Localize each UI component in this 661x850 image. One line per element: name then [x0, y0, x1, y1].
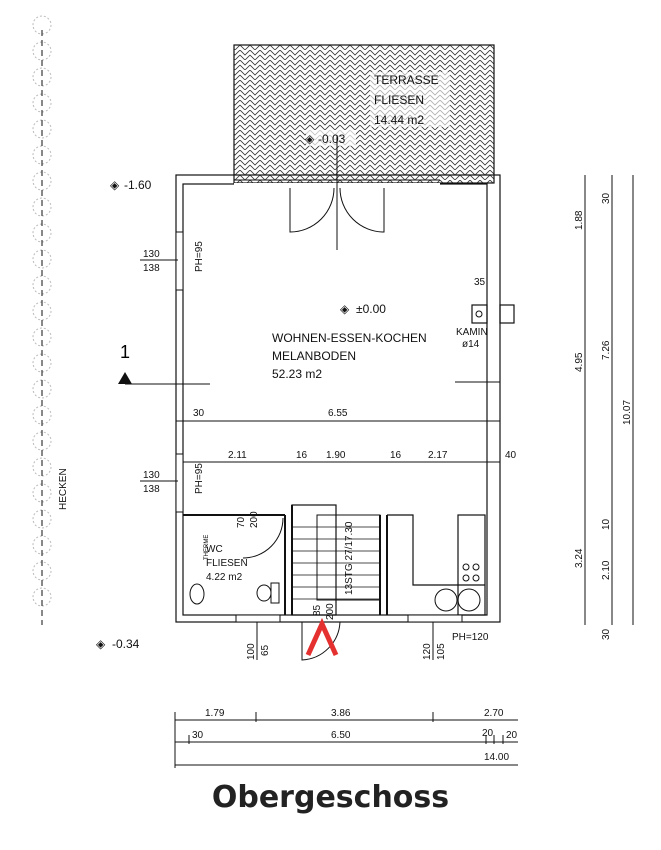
entry-door-width: 85 [312, 604, 323, 616]
level-marker-icon: ◈ [305, 132, 315, 146]
terrace-name: TERRASSE [374, 73, 439, 87]
window-width: 100 [246, 643, 257, 660]
wc-floor: FLIESEN [206, 558, 248, 569]
svg-text:2.17: 2.17 [428, 450, 448, 461]
svg-text:3.24: 3.24 [574, 548, 585, 568]
living-floor: MELANBODEN [272, 349, 356, 363]
window-height: 138 [143, 484, 160, 495]
hedge-shrub-icon [32, 119, 52, 139]
window-height: 65 [260, 644, 271, 656]
hedge-shrub-icon [32, 301, 52, 321]
svg-text:40: 40 [505, 450, 517, 461]
hedge-shrub-icon [32, 275, 52, 295]
hedge-shrub-icon [32, 483, 52, 503]
svg-text:3.86: 3.86 [331, 708, 351, 719]
hedge-shrub-icon [32, 145, 52, 165]
right-dimensions: 1.88 4.95 3.24 30 7.26 10 2.10 30 10.07 [574, 175, 634, 640]
hedge-shrub-icon [32, 535, 52, 555]
hedge-shrub-icon [32, 353, 52, 373]
window-width: 120 [422, 643, 433, 660]
hedge-shrub-icon [32, 15, 52, 35]
hedge-shrub-icon [32, 249, 52, 269]
level-outside-bottom: -0.34 [112, 637, 140, 651]
window-height: 138 [143, 263, 160, 274]
entry-arrow-icon [305, 617, 339, 657]
svg-text:6.55: 6.55 [328, 408, 348, 419]
svg-text:6.50: 6.50 [331, 730, 351, 741]
hedge-shrub-icon [32, 457, 52, 477]
window-width: 130 [143, 249, 160, 260]
window-ph: PH=95 [194, 241, 205, 272]
bottom-dimensions: 1.79 3.86 2.70 30 6.50 20 20 14.00 [174, 708, 518, 768]
svg-text:16: 16 [296, 450, 308, 461]
hedge-shrub-icon [32, 197, 52, 217]
terrace-floor: FLIESEN [374, 93, 424, 107]
svg-text:1.88: 1.88 [574, 210, 585, 230]
svg-text:30: 30 [193, 408, 205, 419]
hedge-shrub-icon [32, 93, 52, 113]
hedge-shrub-icon [32, 509, 52, 529]
svg-text:14.00: 14.00 [484, 752, 509, 763]
level-outside-top: -1.60 [124, 178, 152, 192]
chimney-label: KAMIN [456, 327, 488, 338]
svg-text:7.26: 7.26 [601, 340, 612, 360]
terrace-level: -0.03 [318, 132, 346, 146]
hedge-label: HECKEN [58, 468, 69, 510]
svg-text:20: 20 [506, 730, 518, 741]
window-ph: PH=120 [452, 632, 489, 643]
level-marker-icon: ◈ [110, 178, 120, 192]
svg-text:1.90: 1.90 [326, 450, 346, 461]
living-name: WOHNEN-ESSEN-KOCHEN [272, 331, 427, 345]
entry-door-height: 200 [325, 603, 336, 620]
hedge: HECKEN [32, 15, 69, 625]
chimney-dim: 35 [474, 277, 486, 288]
chimney-size: ø14 [462, 339, 480, 350]
therme-label: THERME [204, 535, 210, 560]
hedge-shrub-icon [32, 561, 52, 581]
stairs-label: 13STG 27/17.30 [344, 521, 355, 595]
svg-text:2.70: 2.70 [484, 708, 504, 719]
svg-text:2.10: 2.10 [601, 560, 612, 580]
floor-title: Obergeschoss [211, 780, 450, 815]
svg-text:20: 20 [482, 728, 494, 739]
level-marker-icon: ◈ [96, 637, 106, 651]
hedge-shrub-icon [32, 171, 52, 191]
wc-door-height: 200 [249, 511, 260, 528]
wc-area: 4.22 m2 [206, 572, 243, 583]
svg-text:4.95: 4.95 [574, 352, 585, 372]
hedge-shrub-icon [32, 379, 52, 399]
terrace-area: 14.44 m2 [374, 113, 424, 127]
hedge-shrub-icon [32, 327, 52, 347]
hedge-shrub-icon [32, 405, 52, 425]
svg-text:30: 30 [192, 730, 204, 741]
svg-text:30: 30 [601, 628, 612, 640]
hedge-shrub-icon [32, 41, 52, 61]
svg-text:1.79: 1.79 [205, 708, 225, 719]
svg-text:2.11: 2.11 [228, 450, 247, 461]
section-marker: 1 [118, 342, 500, 385]
level-marker-icon: ◈ [340, 302, 350, 316]
hedge-shrub-icon [32, 223, 52, 243]
svg-text:10: 10 [601, 518, 612, 530]
window-width: 130 [143, 470, 160, 481]
hedge-shrub-icon [32, 587, 52, 607]
svg-text:10.07: 10.07 [622, 400, 633, 425]
living-area: 52.23 m2 [272, 367, 322, 381]
walls [175, 135, 515, 661]
hedge-shrub-icon [32, 431, 52, 451]
wc-name: WC [206, 544, 223, 555]
wc-door-width: 70 [236, 516, 247, 528]
hedge-shrub-icon [32, 67, 52, 87]
window-ph: PH=95 [194, 463, 205, 494]
svg-text:30: 30 [601, 192, 612, 204]
svg-text:1: 1 [120, 342, 130, 362]
living-level: ±0.00 [356, 302, 386, 316]
inner-dimensions: 30 6.55 2.11 16 1.90 16 2.17 40 [176, 408, 517, 463]
window-height: 105 [436, 643, 447, 660]
svg-text:16: 16 [390, 450, 402, 461]
terrace: TERRASSE FLIESEN 14.44 m2 ◈ -0.03 [233, 44, 495, 184]
